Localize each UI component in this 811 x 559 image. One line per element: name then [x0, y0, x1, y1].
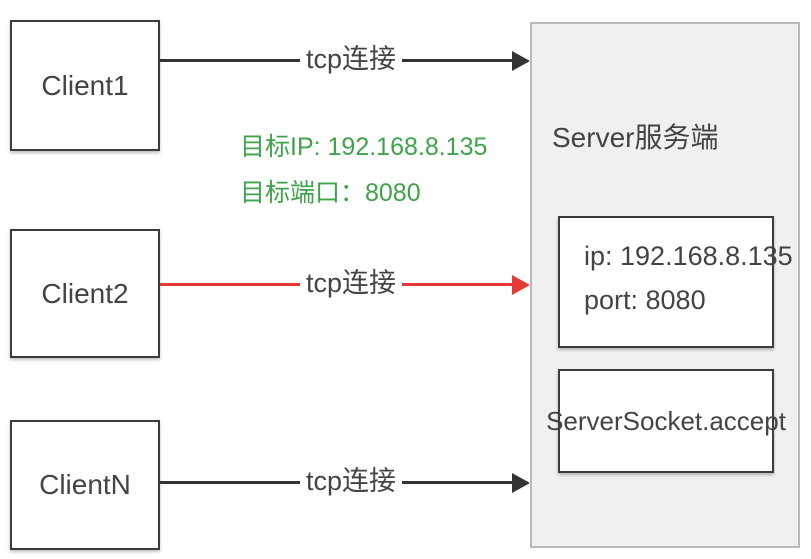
server-socket-accept-box: ServerSocket.accept	[546, 369, 786, 473]
arrow-head-icon	[512, 51, 530, 71]
client2-box: Client2	[10, 229, 160, 358]
connection-label: tcp连接	[300, 265, 403, 301]
connection-client1: tcp连接	[160, 40, 530, 80]
target-note: 目标IP: 192.168.8.135 目标端口：8080	[240, 124, 487, 216]
server-title: Server服务端	[552, 122, 719, 153]
client2-label: Client2	[41, 277, 129, 309]
server-panel: Server服务端 ip: 192.168.8.135 port: 8080 S…	[530, 22, 800, 548]
target-port-text: 目标端口：8080	[240, 179, 421, 207]
server-ip-text: ip: 192.168.8.135	[584, 241, 793, 271]
connection-client2: tcp连接	[160, 264, 530, 304]
client1-label: Client1	[41, 69, 129, 101]
server-info-box: ip: 192.168.8.135 port: 8080	[558, 216, 793, 348]
arrow-head-icon	[512, 275, 530, 295]
connection-clientN: tcp连接	[160, 462, 530, 502]
clientN-box: ClientN	[10, 420, 160, 550]
connection-label: tcp连接	[300, 463, 403, 499]
arrow-head-icon	[512, 473, 530, 493]
clientN-label: ClientN	[39, 469, 131, 500]
client1-box: Client1	[10, 20, 160, 151]
target-ip-text: 目标IP: 192.168.8.135	[240, 133, 488, 161]
connection-label: tcp连接	[300, 41, 403, 77]
server-socket-accept-label: ServerSocket.accept	[546, 405, 786, 436]
server-port-text: port: 8080	[584, 285, 706, 315]
